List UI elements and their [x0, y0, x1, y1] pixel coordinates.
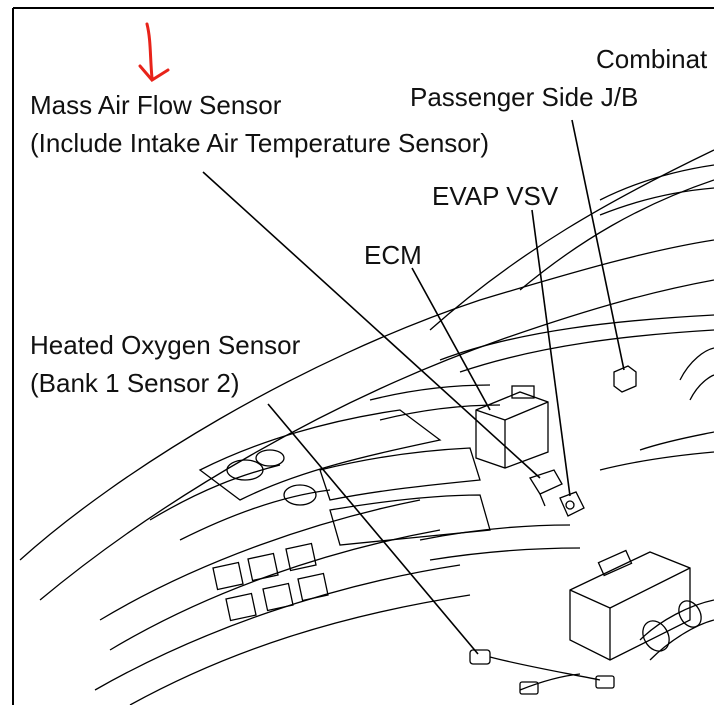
- leader-maf: [202, 171, 541, 479]
- leader-ecm: [411, 267, 491, 411]
- label-ecm: ECM: [364, 240, 422, 270]
- leader-passenger-jb: [571, 119, 625, 371]
- engine-bay-illustration: [19, 149, 714, 705]
- label-passenger-side-jb: Passenger Side J/B: [410, 82, 639, 112]
- leader-lines: [202, 119, 625, 655]
- label-combinat: Combinat: [596, 44, 708, 74]
- label-ho2-line2: (Bank 1 Sensor 2): [30, 368, 240, 398]
- label-mass-air-flow-sensor: Mass Air Flow Sensor (Include Intake Air…: [30, 86, 489, 162]
- red-arrow-annotation: [138, 22, 170, 82]
- label-evap-vsv: EVAP VSV: [432, 181, 559, 211]
- leader-heated-o2: [267, 403, 479, 655]
- leader-evap-vsv: [531, 209, 571, 497]
- label-ho2-line1: Heated Oxygen Sensor: [30, 330, 301, 360]
- label-maf-line1: Mass Air Flow Sensor: [30, 90, 282, 120]
- label-heated-oxygen-sensor: Heated Oxygen Sensor (Bank 1 Sensor 2): [30, 326, 300, 402]
- label-maf-line2: (Include Intake Air Temperature Sensor): [30, 128, 490, 158]
